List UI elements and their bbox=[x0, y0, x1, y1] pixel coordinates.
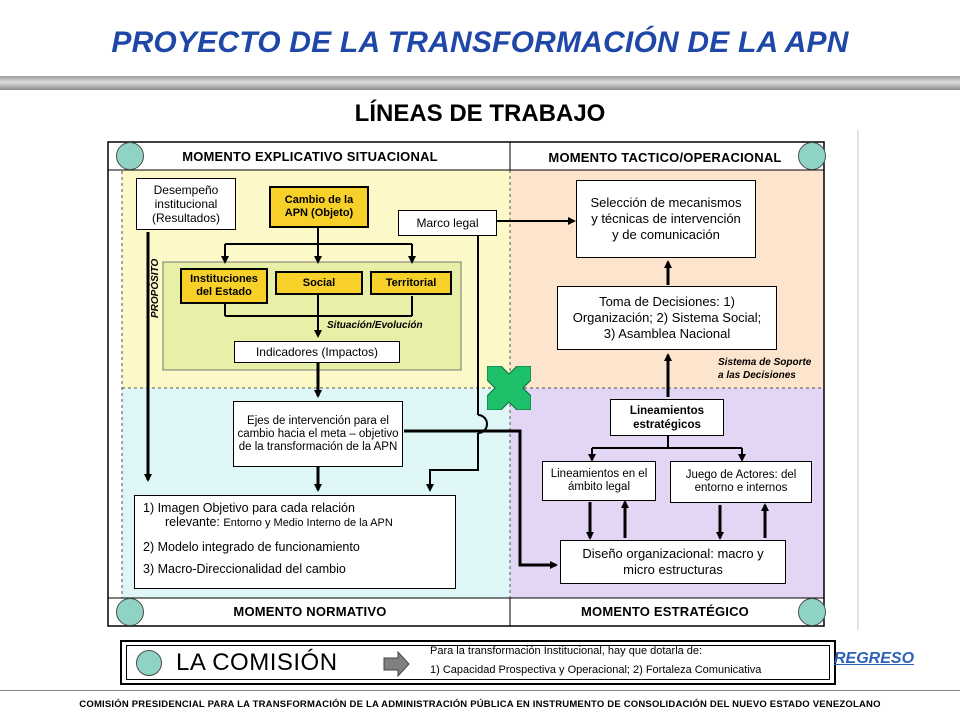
imagen-objetivo-item-3: 3) Macro-Direccionalidad del cambio bbox=[143, 562, 346, 576]
comision-line-1: Para la transformación Institucional, ha… bbox=[430, 645, 703, 657]
box-desempeno-institucional: Desempeño institucional (Resultados) bbox=[136, 178, 236, 230]
title-divider bbox=[0, 76, 960, 90]
box-marco-legal: Marco legal bbox=[398, 210, 497, 236]
box-lineamientos-estrategicos: Lineamientos estratégicos bbox=[610, 399, 724, 436]
box-lineamientos-legal: Lineamientos en el ámbito legal bbox=[542, 461, 656, 501]
box-indicadores: Indicadores (Impactos) bbox=[234, 341, 400, 363]
corner-circle-bottom-right-icon bbox=[798, 598, 826, 626]
comision-line-2: 1) Capacidad Prospectiva y Operacional; … bbox=[430, 664, 762, 676]
corner-circle-top-left-icon bbox=[116, 142, 144, 170]
regreso-link[interactable]: REGRESO bbox=[834, 650, 915, 667]
footer-text: COMISIÓN PRESIDENCIAL PARA LA TRANSFORMA… bbox=[0, 690, 960, 721]
imagen-objetivo-item-1: 1) Imagen Objetivo para cada relación bbox=[143, 501, 355, 515]
header-momento-normativo: MOMENTO NORMATIVO bbox=[233, 604, 387, 619]
box-juego-actores: Juego de Actores: del entorno e internos bbox=[670, 461, 812, 503]
label-sistema-soporte: Sistema de Soporte a las Decisiones bbox=[718, 357, 812, 381]
imagen-objetivo-item-1-relevante: relevante: Entorno y Medio Interno de la… bbox=[143, 515, 447, 530]
box-cambio-apn: Cambio de la APN (Objeto) bbox=[269, 186, 369, 228]
label-situacion-evolucion: Situación/Evolución bbox=[327, 320, 423, 331]
slide-title: PROYECTO DE LA TRANSFORMACIÓN DE LA APN bbox=[111, 26, 849, 59]
header-momento-explicativo: MOMENTO EXPLICATIVO SITUACIONAL bbox=[182, 149, 438, 164]
header-momento-tactico: MOMENTO TACTICO/OPERACIONAL bbox=[548, 150, 782, 165]
header-momento-estrategico: MOMENTO ESTRATÉGICO bbox=[581, 604, 749, 619]
comision-panel-inner bbox=[126, 645, 830, 680]
comision-panel bbox=[120, 640, 836, 685]
corner-circle-bottom-left-icon bbox=[116, 598, 144, 626]
cross-move-icon bbox=[487, 366, 531, 410]
corner-circle-top-right-icon bbox=[798, 142, 826, 170]
box-toma-decisiones: Toma de Decisiones: 1) Organización; 2) … bbox=[557, 286, 777, 350]
imagen-objetivo-entorno: Entorno y Medio Interno de la APN bbox=[223, 517, 393, 529]
box-ejes-intervencion: Ejes de intervención para el cambio haci… bbox=[233, 401, 403, 467]
box-territorial: Territorial bbox=[370, 271, 452, 295]
label-proposito: PROPÓSITO bbox=[150, 258, 161, 318]
box-diseno-organizacional: Diseño organizacional: macro y micro est… bbox=[560, 540, 786, 584]
slide-subtitle: LÍNEAS DE TRABAJO bbox=[354, 100, 606, 127]
box-instituciones-estado: Instituciones del Estado bbox=[180, 268, 268, 304]
comision-circle-icon bbox=[136, 650, 162, 676]
imagen-objetivo-item-2: 2) Modelo integrado de funcionamiento bbox=[143, 540, 360, 554]
box-social: Social bbox=[275, 271, 363, 295]
box-seleccion-mecanismos: Selección de mecanismos y técnicas de in… bbox=[576, 180, 756, 258]
box-imagen-objetivo: 1) Imagen Objetivo para cada relación re… bbox=[134, 495, 456, 589]
imagen-objetivo-relevante: relevante: bbox=[165, 515, 220, 529]
comision-label: LA COMISIÓN bbox=[176, 649, 338, 676]
